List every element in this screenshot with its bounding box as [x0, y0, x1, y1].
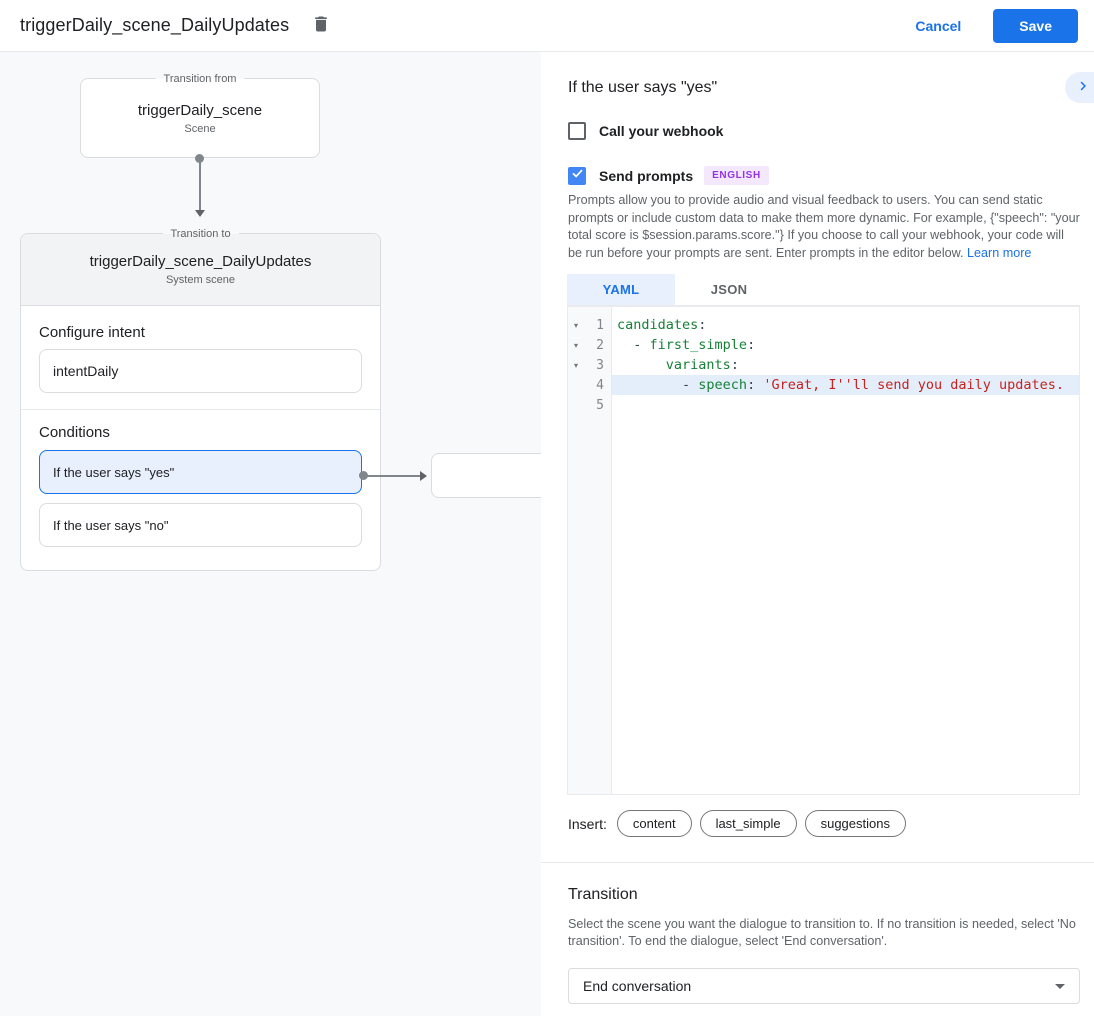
to-scene-title: triggerDaily_scene_DailyUpdates — [89, 253, 312, 270]
code-token — [617, 357, 666, 373]
from-scene-type: Scene — [184, 122, 216, 135]
panel-title: If the user says "yes" — [568, 79, 718, 96]
transition-select[interactable]: End conversation — [568, 968, 1080, 1004]
fold-toggle-icon[interactable]: ▾ — [573, 320, 578, 330]
page-title: triggerDaily_scene_DailyUpdates — [20, 15, 290, 35]
prompts-description-text: Prompts allow you to provide audio and v… — [568, 193, 1080, 260]
transition-description: Select the scene you want the dialogue t… — [568, 917, 1076, 948]
editor-code[interactable]: candidates: - first_simple: variants: - … — [612, 307, 1079, 794]
from-scene-title: triggerDaily_scene — [137, 101, 263, 119]
connector-line-vertical — [199, 162, 201, 211]
editor-format-tabs: YAML JSON — [567, 274, 1080, 306]
insert-content-button[interactable]: content — [616, 810, 692, 837]
condition-item-yes[interactable]: If the user says "yes" — [39, 450, 362, 494]
insert-last-simple-button[interactable]: last_simple — [699, 810, 797, 837]
code-token: speech — [698, 377, 748, 393]
arrowhead-down-icon — [195, 210, 205, 217]
gutter-line[interactable]: 5 — [568, 395, 611, 415]
fold-toggle-icon[interactable]: ▾ — [573, 360, 578, 370]
code-token: : — [698, 317, 707, 333]
delete-scene-button[interactable] — [307, 12, 335, 40]
code-token: - — [617, 377, 699, 393]
send-prompts-checkbox-row[interactable]: Send prompts ENGLISH — [568, 166, 769, 185]
gutter-line[interactable]: ▾1 — [568, 315, 611, 335]
code-token: first_simple — [649, 337, 748, 353]
transition-to-legend: Transition to — [162, 226, 239, 242]
tab-yaml[interactable]: YAML — [567, 274, 675, 305]
line-number: 1 — [596, 317, 604, 333]
transition-from-legend: Transition from — [155, 71, 245, 87]
code-token: 'Great, I''ll send you daily updates. — [763, 377, 1065, 393]
checkmark-icon — [571, 167, 584, 185]
condition-yes-label: If the user says "yes" — [53, 464, 175, 480]
section-divider — [541, 862, 1094, 863]
configure-intent-label: Configure intent — [39, 324, 145, 341]
code-line[interactable]: - speech: 'Great, I''ll send you daily u… — [612, 375, 1079, 395]
conditions-label: Conditions — [39, 424, 110, 441]
condition-item-no[interactable]: If the user says "no" — [39, 503, 362, 547]
code-line[interactable]: - first_simple: — [612, 335, 1079, 355]
transition-to-node: Transition to triggerDaily_scene_DailyUp… — [20, 226, 381, 571]
top-bar: triggerDaily_scene_DailyUpdates Cancel S… — [0, 0, 1094, 52]
condition-target-node[interactable] — [431, 453, 541, 498]
code-line[interactable]: candidates: — [612, 315, 1079, 335]
learn-more-link[interactable]: Learn more — [967, 245, 1032, 260]
send-prompts-checkbox[interactable] — [568, 166, 586, 185]
code-token: : — [747, 377, 764, 393]
webhook-checkbox-row[interactable]: Call your webhook — [568, 122, 723, 140]
code-token: : — [747, 337, 756, 353]
scene-diagram-canvas[interactable]: Transition from triggerDaily_scene Scene… — [0, 52, 541, 1016]
transition-selected-value: End conversation — [583, 978, 692, 994]
line-number: 2 — [596, 337, 604, 353]
transition-from-node[interactable]: Transition from triggerDaily_scene Scene — [80, 71, 320, 158]
scene-card-body: Configure intent intentDaily Conditions … — [21, 324, 380, 547]
gutter-line[interactable]: ▾3 — [568, 355, 611, 375]
condition-detail-panel: If the user says "yes" Call your webhook… — [541, 52, 1094, 1016]
insert-suggestions-button[interactable]: suggestions — [804, 810, 906, 837]
intent-name: intentDaily — [53, 363, 119, 379]
code-token: : — [730, 357, 739, 373]
save-button[interactable]: Save — [993, 8, 1078, 43]
intent-item[interactable]: intentDaily — [39, 349, 362, 393]
code-token: - — [617, 337, 650, 353]
tab-json[interactable]: JSON — [675, 274, 783, 305]
line-number: 5 — [596, 397, 604, 413]
card-divider — [21, 409, 380, 410]
line-number: 4 — [596, 377, 604, 393]
scene-card-header[interactable]: triggerDaily_scene_DailyUpdates System s… — [21, 234, 380, 306]
code-token: variants — [665, 357, 731, 373]
connector-line-horizontal — [366, 475, 421, 477]
insert-label: Insert: — [568, 815, 607, 832]
connector-dot-top — [195, 154, 204, 163]
send-prompts-label: Send prompts — [599, 167, 694, 184]
webhook-label: Call your webhook — [599, 123, 724, 139]
code-line[interactable] — [612, 395, 1079, 415]
condition-no-label: If the user says "no" — [53, 517, 169, 533]
to-scene-type: System scene — [165, 274, 236, 286]
cancel-button[interactable]: Cancel — [915, 17, 962, 34]
dropdown-caret-icon — [1055, 983, 1065, 989]
insert-toolbar: Insert: content last_simple suggestions — [568, 810, 914, 837]
code-token: candidates — [617, 317, 699, 333]
collapse-panel-button[interactable] — [1065, 72, 1094, 103]
chevron-right-icon — [1077, 80, 1089, 95]
webhook-checkbox[interactable] — [568, 122, 586, 140]
arrowhead-right-icon — [420, 471, 427, 481]
fold-toggle-icon[interactable]: ▾ — [573, 340, 578, 350]
gutter-line[interactable]: ▾2 — [568, 335, 611, 355]
code-line[interactable]: variants: — [612, 355, 1079, 375]
prompts-description: Prompts allow you to provide audio and v… — [568, 192, 1080, 262]
transition-section-title: Transition — [568, 886, 638, 903]
connector-dot-condition — [359, 471, 368, 480]
trash-icon — [311, 14, 331, 37]
line-number: 3 — [596, 357, 604, 373]
gutter-line[interactable]: 4 — [568, 375, 611, 395]
language-badge: ENGLISH — [704, 166, 769, 185]
